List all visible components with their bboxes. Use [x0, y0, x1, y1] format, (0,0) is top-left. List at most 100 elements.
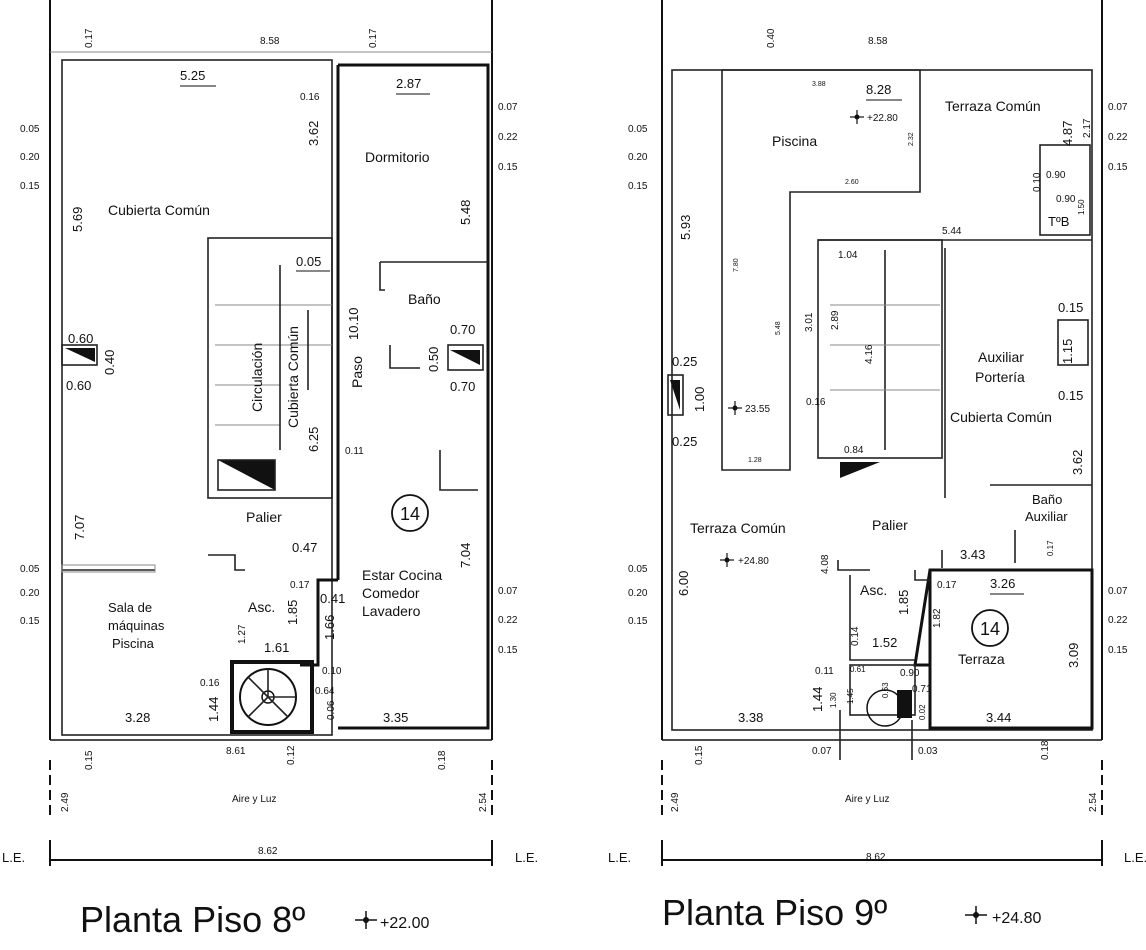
p9-dim-016: 0.16	[806, 397, 826, 408]
p8-room-palier: Palier	[246, 509, 282, 525]
p8-room-estar3: Lavadero	[362, 603, 421, 619]
p9-title: Planta Piso 9º	[662, 892, 887, 933]
p9-dim-071: 0.71	[912, 684, 932, 695]
p8-dim-525: 5.25	[180, 68, 205, 83]
p9-le-left: L.E.	[608, 850, 631, 865]
p9-dim-600: 6.00	[676, 571, 691, 596]
p9-r015a: 0.15	[1108, 162, 1128, 173]
p8-shaft-a	[218, 460, 275, 490]
p8-l015b: 0.15	[20, 616, 40, 627]
p8-dim-569: 5.69	[70, 207, 85, 232]
p9-dim-828: 8.28	[866, 82, 891, 97]
p9-dim-232: 2.32	[908, 132, 915, 146]
p9-room-auxiliar1: Auxiliar	[978, 349, 1024, 365]
p8-unit-walls	[338, 63, 490, 730]
p9-dim-084: 0.84	[844, 445, 864, 456]
p9-dim-260: 2.60	[845, 179, 859, 186]
p8-dim-070b: 0.70	[450, 379, 475, 394]
p8-dim-top017b: 0.17	[368, 28, 379, 48]
p8-dim-704: 7.04	[458, 543, 473, 568]
p9-room-auxiliar2: Portería	[975, 369, 1025, 385]
p8-dim-015b: 0.15	[84, 750, 95, 770]
p9-dim-010: 0.10	[1032, 172, 1043, 192]
p8-room-sala3: Piscina	[112, 636, 155, 651]
p9-dim-014: 0.14	[850, 626, 861, 646]
p9-dim-015a: 0.15	[1058, 300, 1083, 315]
p9-dim-326: 3.26	[990, 576, 1015, 591]
p8-dim-060a: 0.60	[68, 331, 93, 346]
p9-dim-344: 3.44	[986, 710, 1011, 725]
plan-8-labels: Cubierta Común Dormitorio Baño Circulaci…	[2, 28, 538, 940]
p9-room-asc: Asc.	[860, 582, 887, 598]
p8-dim-041: 0.41	[320, 591, 345, 606]
p9-terrace-level-marker	[720, 553, 734, 567]
p8-l020b: 0.20	[20, 588, 40, 599]
p8-dim-161: 1.61	[264, 640, 289, 655]
p9-r007a: 0.07	[1108, 102, 1128, 113]
p9-dim-017b: 0.17	[937, 580, 957, 591]
p8-dim-254: 2.54	[478, 792, 489, 812]
p8-dim-287: 2.87	[396, 76, 421, 91]
plan-9-labels: Piscina Terraza Común TºB Auxiliar Porte…	[608, 28, 1146, 933]
p9-l015a: 0.15	[628, 181, 648, 192]
p9-dim-015c: 0.15	[694, 745, 705, 765]
p8-dim-166: 1.66	[322, 615, 337, 640]
p9-level-2355: 23.55	[745, 404, 770, 415]
p8-r007a: 0.07	[498, 102, 518, 113]
p8-dim-070a: 0.70	[450, 322, 475, 337]
plan-8	[49, 0, 493, 929]
p8-l020a: 0.20	[20, 152, 40, 163]
p8-dim-017: 0.17	[290, 580, 310, 591]
p9-level-2280: +22.80	[867, 113, 898, 124]
p9-dim-150: 1.50	[1077, 199, 1086, 215]
p8-room-bano: Baño	[408, 291, 441, 307]
p9-dim-309: 3.09	[1066, 643, 1081, 668]
p9-room-terraza: Terraza	[958, 651, 1005, 667]
p9-dim-548: 5.48	[775, 321, 782, 335]
p9-dim-018: 0.18	[1040, 740, 1051, 760]
p9-r022a: 0.22	[1108, 132, 1128, 143]
p9-dim-025a: 0.25	[672, 354, 697, 369]
p9-dim-025b: 0.25	[672, 434, 697, 449]
p9-room-palier: Palier	[872, 517, 908, 533]
p9-l020a: 0.20	[628, 152, 648, 163]
p8-dim-040: 0.40	[102, 350, 117, 375]
p8-r015b: 0.15	[498, 645, 518, 656]
p8-dim-016: 0.16	[300, 92, 320, 103]
p9-dim-104: 1.04	[838, 250, 858, 261]
p9-room-terraza-top: Terraza Común	[945, 98, 1041, 114]
p9-dim-343: 3.43	[960, 547, 985, 562]
p9-dim-017: 0.17	[1046, 540, 1055, 556]
p9-room-piscina: Piscina	[772, 133, 817, 149]
p8-dim-548: 5.48	[458, 200, 473, 225]
p8-shaft-b	[450, 350, 480, 365]
p9-outline	[671, 69, 1093, 731]
p9-dim-003: 0.03	[918, 746, 938, 757]
p9-dim-090a: 0.90	[1046, 170, 1066, 181]
p8-r015a: 0.15	[498, 162, 518, 173]
p8-room-dormitorio: Dormitorio	[365, 149, 430, 165]
p8-dim-011: 0.11	[345, 446, 364, 457]
p8-dim-005: 0.05	[296, 254, 321, 269]
p8-r022a: 0.22	[498, 132, 518, 143]
p9-level-marker	[965, 906, 987, 924]
p8-dim-047: 0.47	[292, 540, 317, 555]
p9-dim-145: 1.45	[846, 688, 855, 704]
p8-dim-064: 0.64	[315, 686, 335, 697]
p9-dim-185: 1.85	[896, 590, 911, 615]
p9-dim-100: 1.00	[692, 387, 707, 412]
p8-dim-006: 0.06	[326, 700, 337, 720]
p9-dim-144: 1.44	[810, 687, 825, 712]
p9-dim-249: 2.49	[670, 792, 681, 812]
p9-dim-487: 4.87	[1060, 121, 1075, 146]
p8-room-sala1: Sala de	[108, 600, 152, 615]
p9-dim-152: 1.52	[872, 635, 897, 650]
p8-dim-249: 2.49	[60, 792, 71, 812]
p8-dim-861: 8.61	[226, 746, 246, 757]
p8-unit-number: 14	[400, 504, 420, 524]
p9-room-cubierta: Cubierta Común	[950, 409, 1052, 425]
p9-dim-011: 0.11	[815, 666, 834, 677]
p9-dim-254: 2.54	[1088, 792, 1099, 812]
p8-unit-circle	[391, 494, 429, 532]
